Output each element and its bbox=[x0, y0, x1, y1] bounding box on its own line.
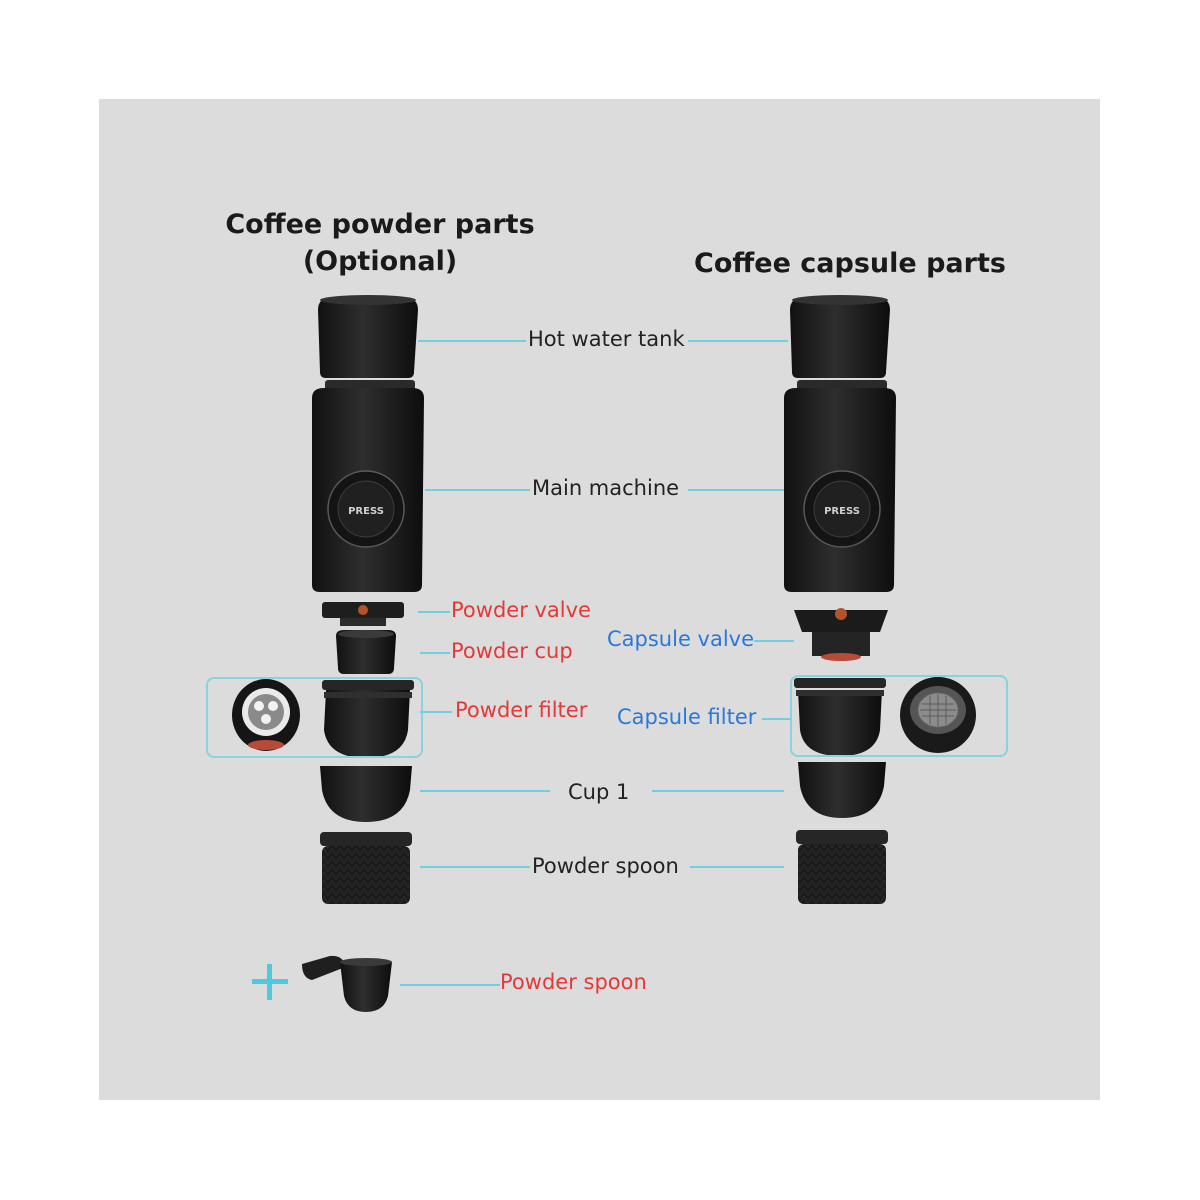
left-hot-water-tank bbox=[318, 295, 418, 378]
left-powder-valve bbox=[322, 602, 404, 626]
leader-line bbox=[420, 866, 530, 868]
leader-line bbox=[418, 340, 526, 342]
leader-line bbox=[688, 489, 784, 491]
label-powder-cup: Powder cup bbox=[451, 639, 573, 663]
right-capsule-valve bbox=[794, 608, 888, 661]
left-powder-filter-top bbox=[232, 679, 300, 751]
right-press-button-text: PRESS bbox=[824, 506, 860, 517]
right-main-machine: PRESS bbox=[784, 380, 896, 592]
right-capsule-filter-top bbox=[900, 677, 976, 753]
left-powder-cup bbox=[336, 630, 396, 674]
leader-line bbox=[418, 611, 450, 613]
right-cup bbox=[798, 762, 886, 818]
label-powder-filter: Powder filter bbox=[455, 698, 588, 722]
leader-line bbox=[400, 984, 500, 986]
leader-line bbox=[652, 790, 784, 792]
left-cup bbox=[320, 766, 412, 822]
leader-line bbox=[420, 652, 450, 654]
left-press-button-text: PRESS bbox=[348, 506, 384, 517]
diagram-background bbox=[99, 99, 1100, 1100]
capsule-filter-highlight-box bbox=[790, 675, 1008, 757]
label-hot-water-tank: Hot water tank bbox=[528, 327, 685, 351]
leader-line bbox=[690, 866, 784, 868]
leader-line bbox=[762, 718, 790, 720]
label-capsule-valve: Capsule valve bbox=[607, 627, 755, 651]
powder-filter-highlight-box bbox=[206, 677, 423, 758]
left-powder-spoon-container bbox=[320, 832, 412, 904]
leader-line bbox=[425, 489, 530, 491]
label-main-machine: Main machine bbox=[532, 476, 680, 500]
label-powder-spoon-stack: Powder spoon bbox=[532, 854, 679, 878]
label-powder-valve: Powder valve bbox=[451, 598, 591, 622]
left-powder-filter-side bbox=[322, 680, 414, 758]
heading-powder-parts: Coffee powder parts (Optional) bbox=[225, 209, 535, 277]
label-cup: Cup 1 bbox=[568, 780, 630, 804]
label-capsule-filter: Capsule filter bbox=[617, 705, 757, 729]
left-main-machine: PRESS bbox=[312, 380, 424, 592]
right-hot-water-tank bbox=[790, 295, 890, 378]
powder-spoon bbox=[302, 955, 392, 1012]
leader-line bbox=[688, 340, 788, 342]
leader-line bbox=[420, 711, 452, 713]
leader-line bbox=[754, 640, 794, 642]
heading-capsule-parts: Coffee capsule parts bbox=[694, 248, 1006, 279]
right-capsule-filter-side bbox=[794, 678, 886, 756]
leader-line bbox=[420, 790, 550, 792]
plus-icon bbox=[252, 964, 288, 1000]
label-powder-spoon-extra: Powder spoon bbox=[500, 970, 647, 994]
right-powder-spoon-container bbox=[796, 830, 888, 904]
